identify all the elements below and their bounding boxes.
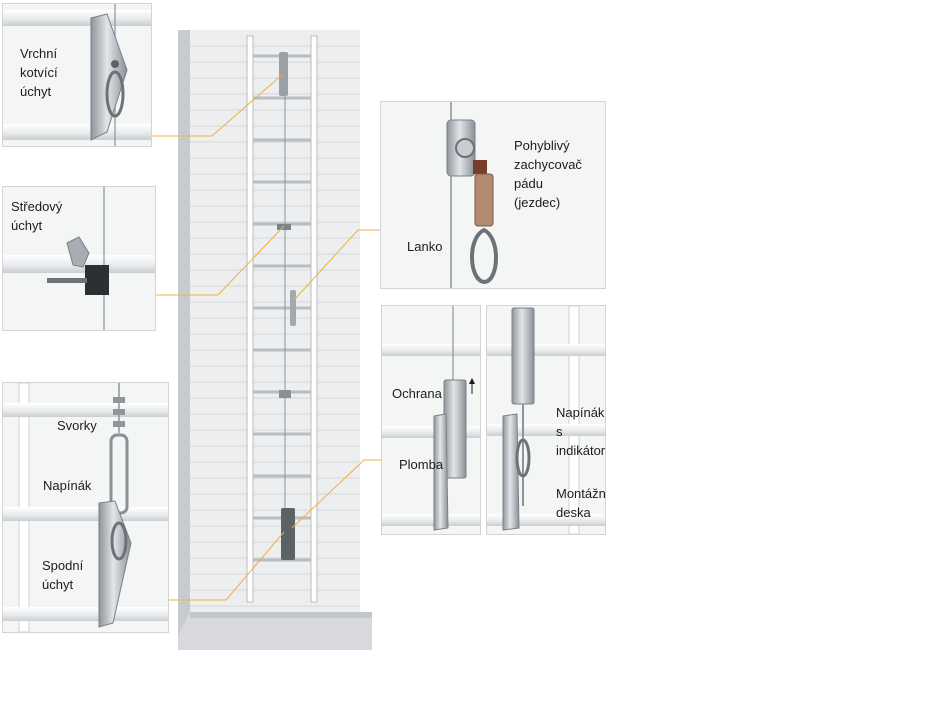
- label-middle-bracket: Středový úchyt: [11, 199, 63, 233]
- label-guard: Ochrana: [392, 386, 442, 401]
- label-mounting-plate: Montážní deska: [556, 486, 606, 520]
- panel-bottom-assembly: Svorky Napínák Spodní úchyt: [2, 382, 169, 633]
- panel-middle-bracket: Středový úchyt: [2, 186, 156, 331]
- panel-tensioner-indicator: Napínák s indikátorem Montážní deska: [486, 305, 606, 535]
- wall: [178, 30, 372, 650]
- label-tensioner-indicator: Napínák s indikátorem: [556, 405, 606, 458]
- label-fall-arrester: Pohyblivý zachycovač pádu (jezdec): [514, 138, 582, 210]
- label-bottom-anchor: Spodní úchyt: [42, 558, 84, 592]
- label-clamps: Svorky: [57, 418, 97, 433]
- panel-fall-arrester: Pohyblivý zachycovač pádu (jezdec) Lanko: [380, 101, 606, 289]
- panel-guard-seal: Ochrana Plomba: [381, 305, 481, 535]
- ladder: [246, 35, 318, 603]
- panel-top-anchor: Vrchní kotvící úchyt: [2, 3, 152, 147]
- label-top-anchor: Vrchní kotvící úchyt: [20, 46, 58, 99]
- label-tensioner: Napínák: [43, 478, 92, 493]
- label-seal: Plomba: [399, 457, 444, 472]
- label-cable: Lanko: [407, 239, 443, 254]
